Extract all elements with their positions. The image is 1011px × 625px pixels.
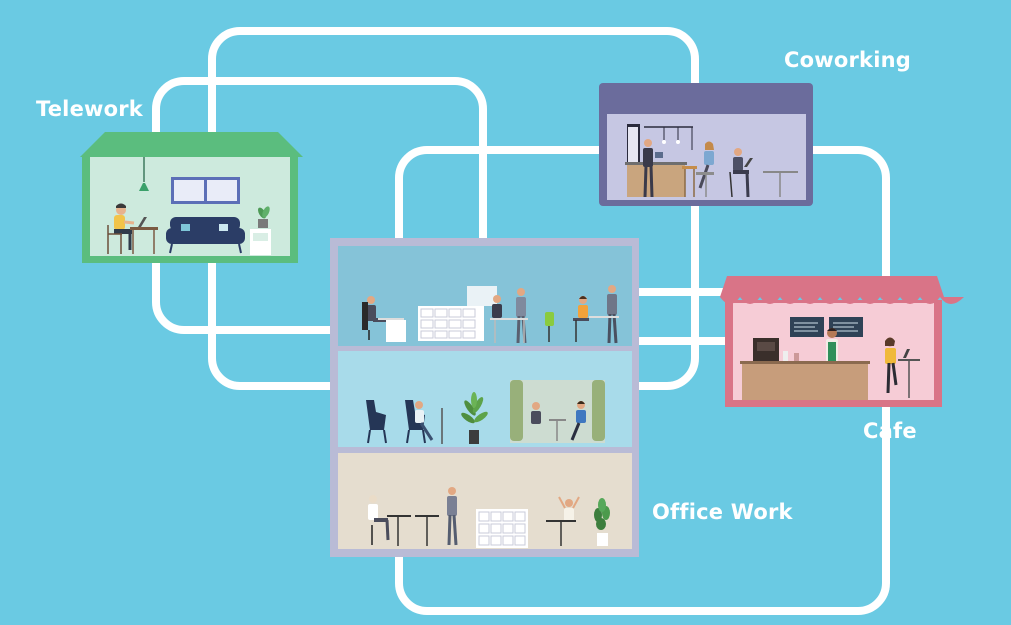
telework-house-icon (80, 132, 303, 263)
person-icon (643, 139, 663, 198)
top-floor-workspace (362, 285, 619, 344)
laptop-icon (138, 217, 147, 227)
telework-label: Telework (36, 97, 143, 121)
desk-icon (130, 217, 158, 254)
laptop-icon (903, 349, 910, 358)
person-icon (729, 148, 753, 198)
middle-floor-lounge (366, 380, 605, 444)
coworking-space-icon (599, 83, 813, 206)
plant-icon (461, 392, 488, 444)
light-bulb-icon (676, 140, 680, 144)
teleworker-person-icon (107, 203, 135, 254)
cafe-counter (742, 363, 868, 400)
office-building-icon (330, 238, 639, 557)
lounge-chair-icon (405, 400, 434, 444)
cafe-label: Cafe (863, 419, 917, 443)
pendant-lamp-icon (139, 183, 149, 191)
laptop-icon (744, 158, 753, 167)
lounge-chair-icon (366, 400, 387, 444)
barista-icon (826, 328, 838, 363)
cafe-awning (720, 276, 944, 297)
bottom-floor-workspace (368, 487, 610, 548)
awning-scallops (720, 297, 964, 304)
house-roof (80, 132, 303, 157)
bar-counter (627, 164, 685, 197)
storage-cabinet (418, 306, 484, 341)
storage-cabinet (476, 509, 528, 548)
person-icon (696, 141, 714, 197)
plant-icon (594, 498, 610, 546)
office-work-label: Office Work (652, 500, 793, 524)
coworking-label: Coworking (784, 48, 911, 72)
light-bulb-icon (662, 140, 666, 144)
sofa-icon (166, 217, 245, 254)
customer-icon (885, 337, 920, 398)
plant-icon (250, 206, 271, 255)
cafe-storefront-icon (720, 276, 964, 407)
